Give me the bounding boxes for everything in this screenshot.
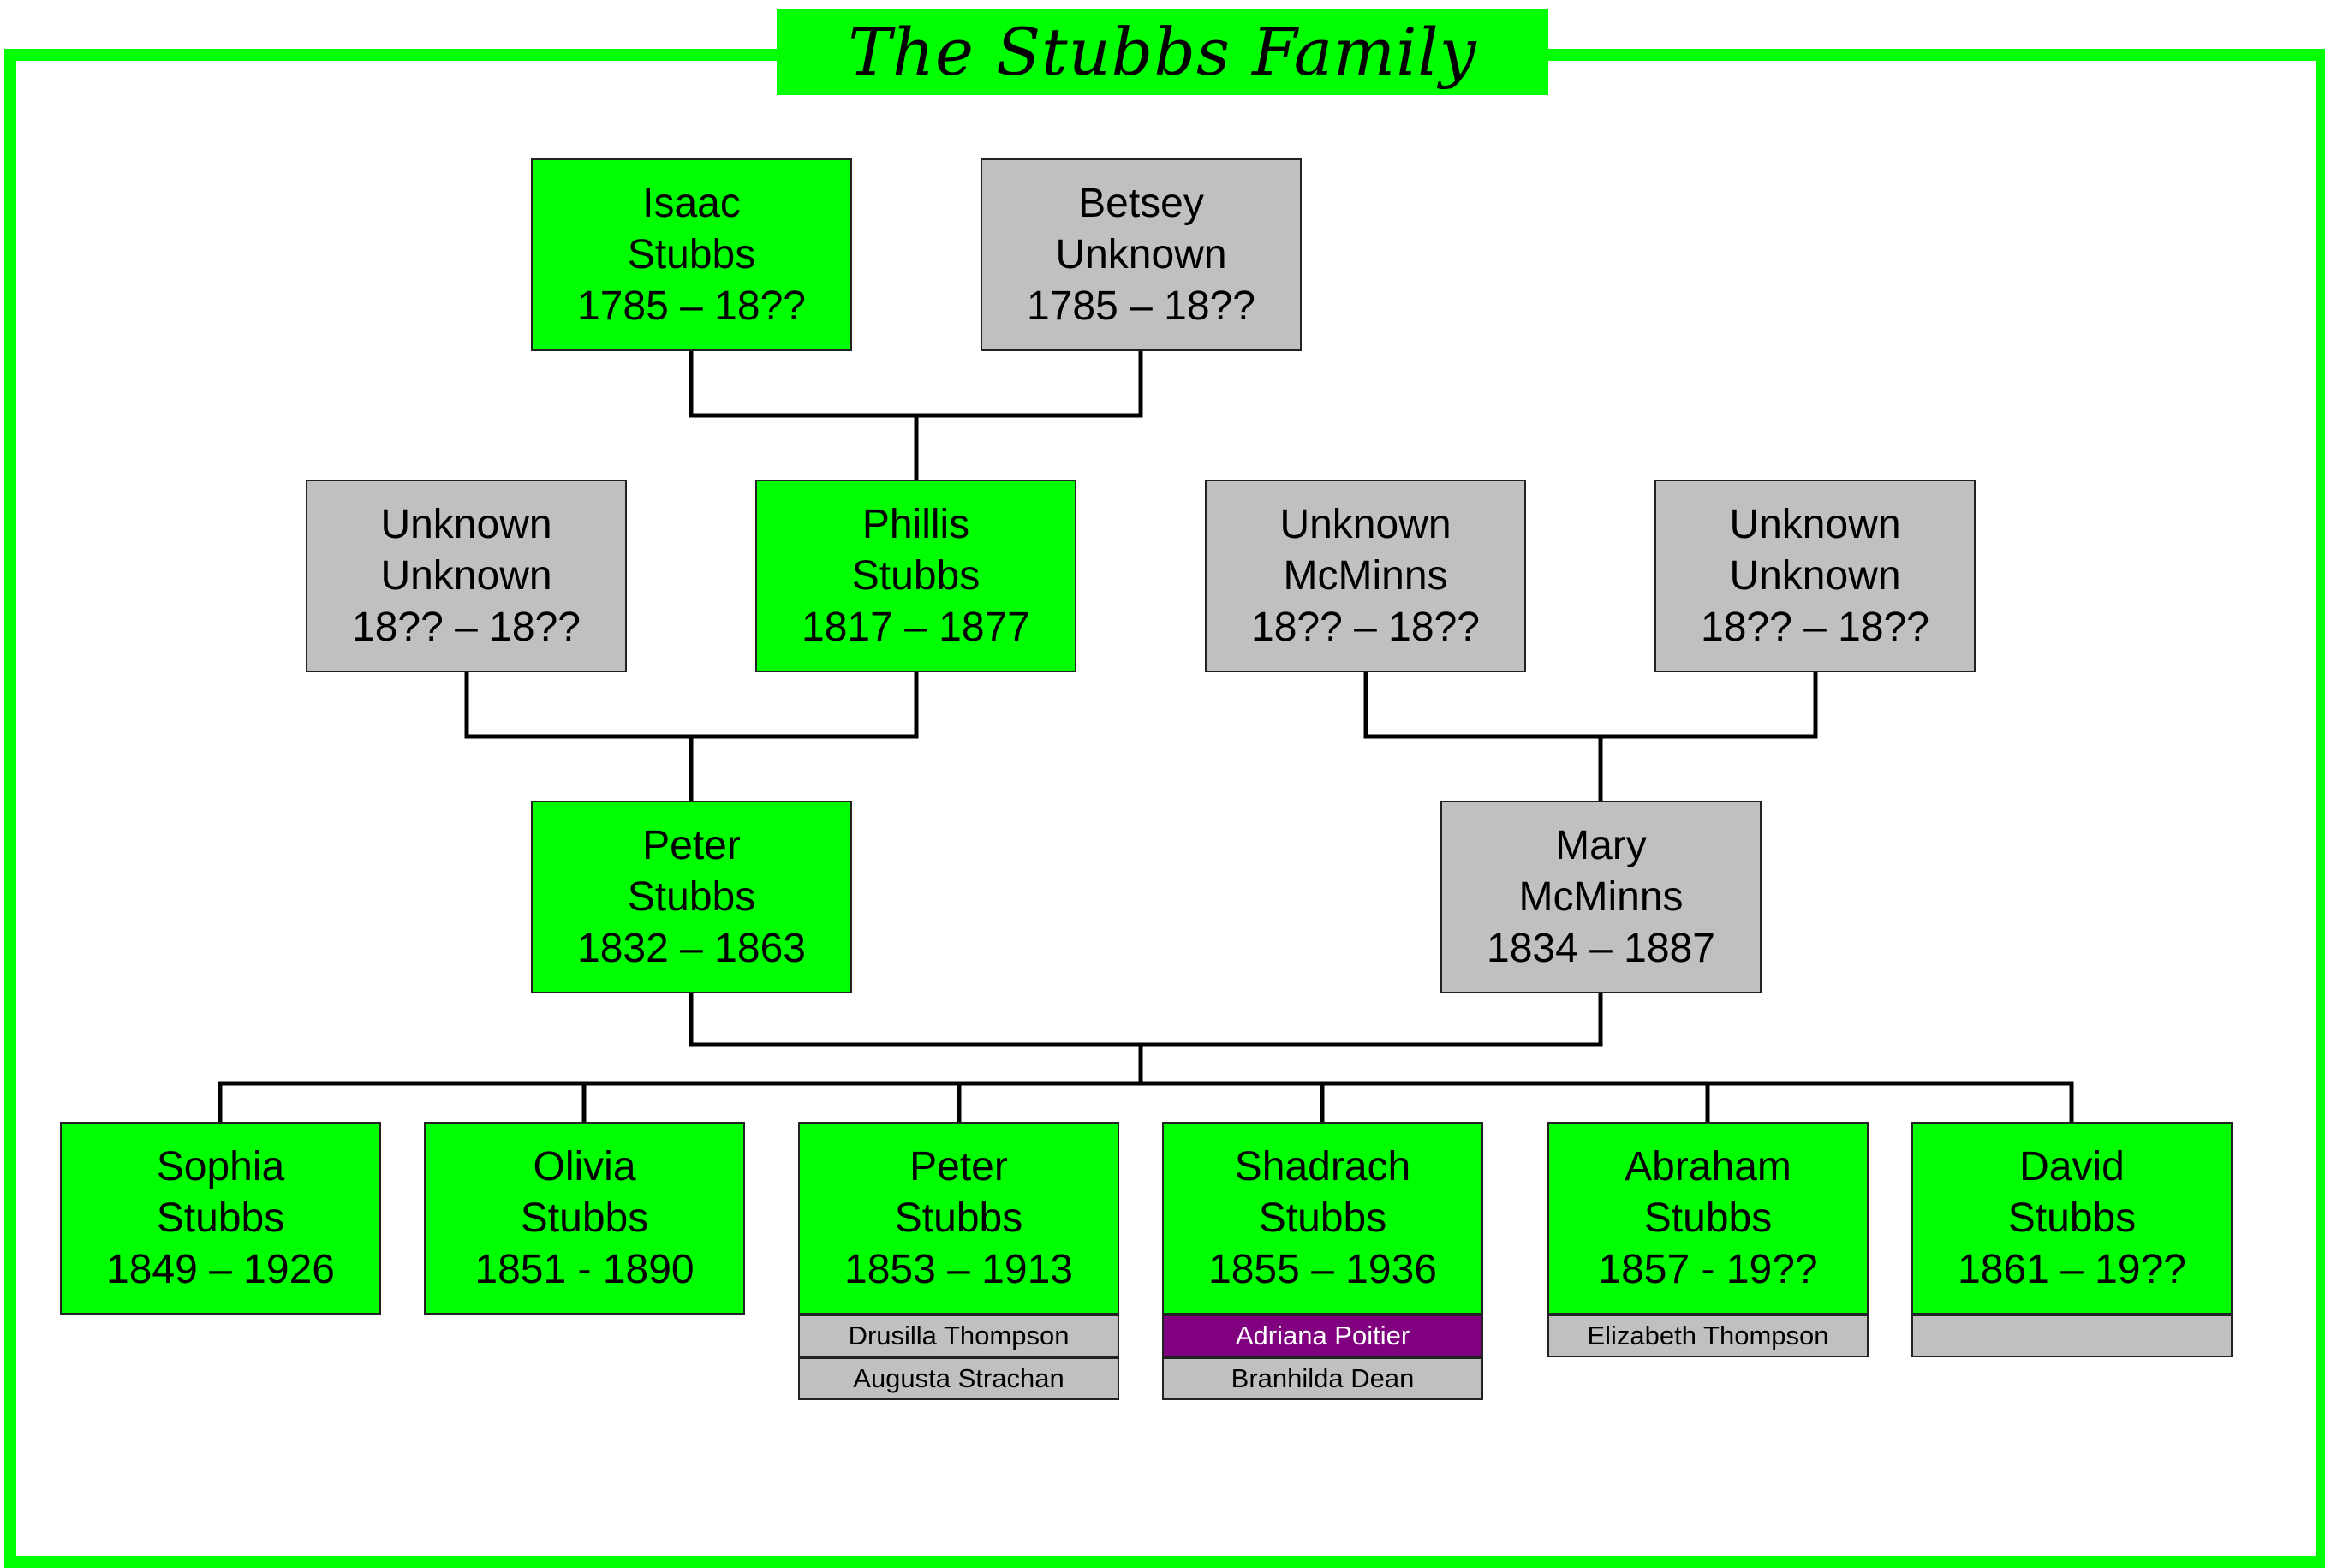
spouse-entry: Elizabeth Thompson (1547, 1315, 1869, 1357)
life-years: 1785 – 18?? (577, 283, 806, 329)
last-name: Stubbs (894, 1195, 1023, 1241)
life-years: 18?? – 18?? (1701, 604, 1929, 650)
first-name: Unknown (1279, 501, 1452, 547)
connector-isaac-betsey (689, 349, 1143, 418)
life-years: 1832 – 1863 (577, 925, 806, 971)
life-years: 1861 – 19?? (1958, 1246, 2186, 1292)
life-years: 1834 – 1887 (1487, 925, 1715, 971)
last-name: Stubbs (851, 552, 981, 599)
life-years: 1857 - 19?? (1598, 1246, 1818, 1292)
person-peter-stubbs-jr: Peter Stubbs 1853 – 1913 (798, 1122, 1119, 1315)
connector-mcminns-unknown (1363, 670, 1818, 739)
person-unknown-unknown-2: Unknown Unknown 18?? – 18?? (1654, 480, 1976, 672)
person-isaac-stubbs: Isaac Stubbs 1785 – 18?? (531, 158, 852, 351)
page-frame (4, 49, 2325, 1568)
person-unknown-unknown-1: Unknown Unknown 18?? – 18?? (306, 480, 627, 672)
last-name: Stubbs (627, 231, 756, 277)
person-unknown-mcminns: Unknown McMinns 18?? – 18?? (1205, 480, 1526, 672)
last-name: Stubbs (627, 873, 756, 920)
person-david-stubbs: David Stubbs 1861 – 19?? (1911, 1122, 2233, 1315)
person-mary-mcminns: Mary McMinns 1834 – 1887 (1440, 801, 1762, 993)
person-shadrach-stubbs: Shadrach Stubbs 1855 – 1936 (1162, 1122, 1483, 1315)
person-abraham-stubbs: Abraham Stubbs 1857 - 19?? (1547, 1122, 1869, 1315)
person-phillis-stubbs: Phillis Stubbs 1817 – 1877 (755, 480, 1076, 672)
first-name: Peter (909, 1143, 1008, 1189)
spouse-entry: Branhilda Dean (1162, 1357, 1483, 1400)
last-name: Stubbs (1258, 1195, 1387, 1241)
first-name: Phillis (861, 501, 970, 547)
first-name: Unknown (380, 501, 552, 547)
life-years: 18?? – 18?? (352, 604, 581, 650)
first-name: Shadrach (1234, 1143, 1411, 1189)
first-name: Peter (642, 822, 741, 868)
last-name: McMinns (1283, 552, 1448, 599)
first-name: Mary (1555, 822, 1647, 868)
first-name: Sophia (156, 1143, 285, 1189)
last-name: Unknown (380, 552, 552, 599)
spouse-entry-empty (1911, 1315, 2233, 1357)
first-name: Abraham (1625, 1143, 1791, 1189)
last-name: McMinns (1518, 873, 1684, 920)
first-name: Betsey (1078, 180, 1204, 226)
spouse-entry: Augusta Strachan (798, 1357, 1119, 1400)
life-years: 1817 – 1877 (802, 604, 1030, 650)
first-name: Isaac (642, 180, 741, 226)
person-sophia-stubbs: Sophia Stubbs 1849 – 1926 (60, 1122, 381, 1315)
title-banner: The Stubbs Family (777, 9, 1548, 95)
first-name: Unknown (1729, 501, 1901, 547)
connector-peter-mary (689, 991, 1603, 1047)
life-years: 1851 - 1890 (474, 1246, 695, 1292)
connector-unknown-phillis (464, 670, 919, 739)
life-years: 1785 – 18?? (1027, 283, 1255, 329)
first-name: Olivia (533, 1143, 636, 1189)
page-title: The Stubbs Family (848, 14, 1477, 90)
life-years: 1853 – 1913 (844, 1246, 1073, 1292)
last-name: Unknown (1729, 552, 1901, 599)
spouse-entry: Drusilla Thompson (798, 1315, 1119, 1357)
last-name: Stubbs (2007, 1195, 2137, 1241)
first-name: David (2019, 1143, 2125, 1189)
life-years: 18?? – 18?? (1251, 604, 1480, 650)
last-name: Unknown (1055, 231, 1227, 277)
last-name: Stubbs (156, 1195, 285, 1241)
last-name: Stubbs (1643, 1195, 1773, 1241)
spouse-entry-highlighted: Adriana Poitier (1162, 1315, 1483, 1357)
person-betsey-unknown: Betsey Unknown 1785 – 18?? (981, 158, 1302, 351)
person-peter-stubbs-sr: Peter Stubbs 1832 – 1863 (531, 801, 852, 993)
person-olivia-stubbs: Olivia Stubbs 1851 - 1890 (424, 1122, 745, 1315)
life-years: 1855 – 1936 (1208, 1246, 1437, 1292)
life-years: 1849 – 1926 (106, 1246, 335, 1292)
last-name: Stubbs (520, 1195, 649, 1241)
